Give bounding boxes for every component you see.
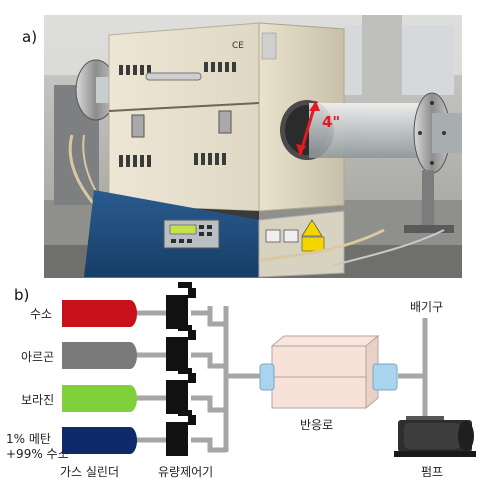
cylinder-body	[62, 342, 130, 369]
gas-piping	[134, 306, 428, 453]
ce-mark: CE	[232, 41, 244, 51]
cylinder-argon	[62, 342, 137, 369]
cvd-system-schematic	[62, 282, 476, 457]
gas-label-methane-line2: +99% 수소	[6, 447, 69, 461]
mfc-3	[166, 368, 196, 414]
reactor-outlet-cap	[372, 363, 398, 391]
dimension-label: 4"	[322, 113, 340, 131]
mfc-4	[166, 410, 196, 456]
diameter-arrow	[296, 100, 320, 156]
cylinder-body	[62, 427, 130, 454]
mfc-2	[166, 325, 196, 371]
panel-a-label: a)	[22, 28, 38, 46]
cylinder-hydrogen	[62, 300, 137, 327]
furnace-vents-bottom	[119, 153, 226, 167]
gas-label-borazine: 보라진	[21, 393, 55, 407]
gas-label-hydrogen: 수소	[30, 307, 53, 321]
reactor-inlet-cap	[259, 363, 275, 391]
mfc-caption: 유량제어기	[158, 465, 214, 479]
panel-b-label: b)	[14, 286, 30, 304]
vacuum-pump	[394, 416, 476, 457]
cylinder-body	[62, 385, 130, 412]
gas-cylinders	[62, 300, 137, 454]
reactor	[259, 334, 398, 410]
pump-caption: 펌프	[421, 465, 444, 479]
mass-flow-controllers	[166, 282, 196, 456]
furnace-handle	[145, 72, 202, 81]
quartz-tube	[309, 103, 429, 158]
controller-display	[169, 224, 197, 235]
cylinder-borazine	[62, 385, 137, 412]
warning-sign	[301, 219, 323, 237]
gas-label-methane-line1: 1% 메탄	[6, 432, 51, 446]
gas-label-argon: 아르곤	[21, 350, 55, 364]
cylinder-body	[62, 300, 130, 327]
mfc-1	[166, 282, 196, 329]
cylinder-methane	[62, 427, 137, 454]
exhaust-caption: 배기구	[410, 300, 444, 314]
reactor-caption: 반응로	[300, 418, 334, 432]
tube-furnace-photo: CE 4"	[44, 15, 462, 278]
furnace-vents-top	[119, 62, 236, 75]
cylinder-caption: 가스 실린더	[60, 465, 120, 479]
